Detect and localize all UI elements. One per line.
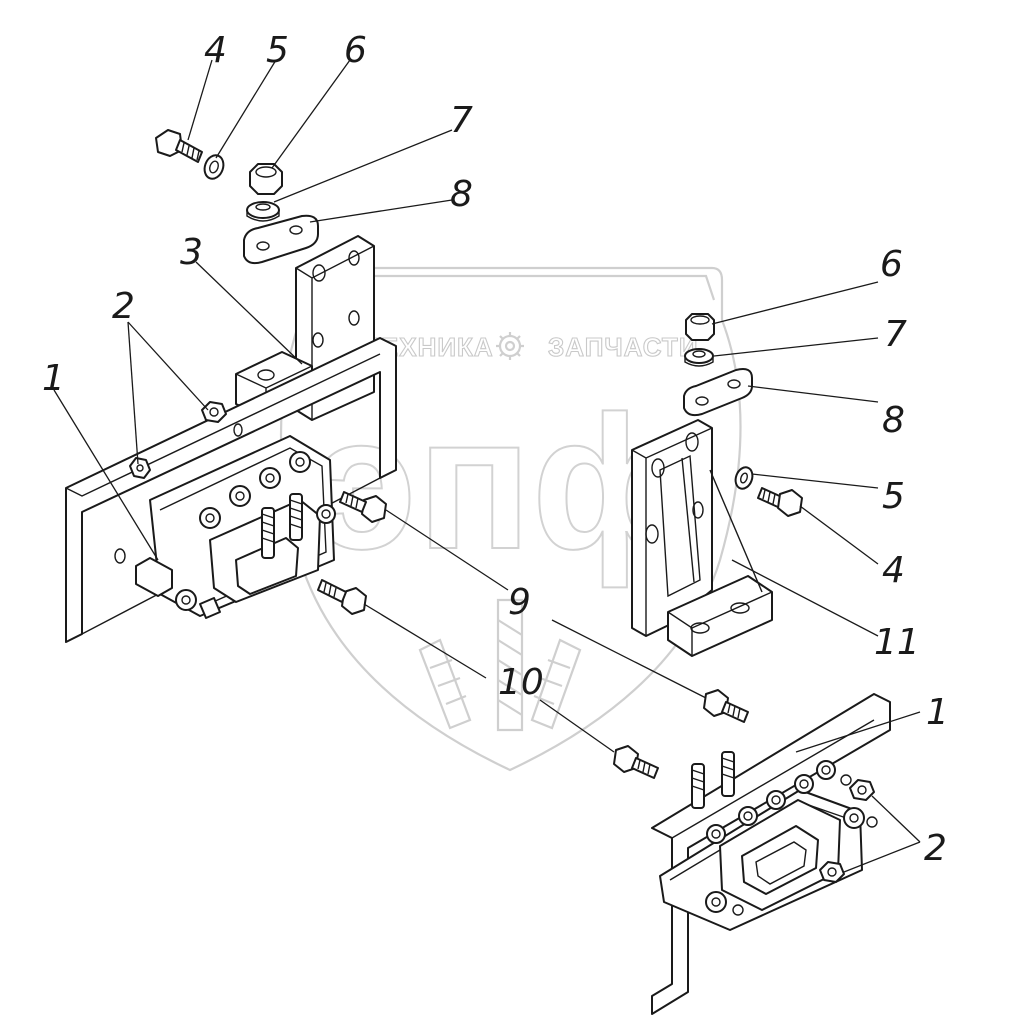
nut-2-left-lower bbox=[129, 457, 151, 479]
leader-lines bbox=[53, 59, 921, 873]
bolt-4-upper bbox=[155, 129, 203, 163]
callout-4-right: 4 bbox=[882, 550, 905, 591]
callout-4-upper: 4 bbox=[204, 30, 227, 71]
callout-10: 10 bbox=[498, 662, 544, 703]
bolt-9-lower-right bbox=[703, 689, 749, 723]
washer-7-right bbox=[684, 348, 714, 367]
spring-washer-5-upper bbox=[203, 154, 225, 180]
nut-2-right-upper bbox=[849, 779, 875, 801]
nut-6-upper bbox=[249, 163, 283, 195]
nut-6-right bbox=[685, 313, 715, 341]
washer-7-upper bbox=[246, 201, 280, 222]
callout-6-right: 6 bbox=[880, 244, 903, 285]
callout-labels: 4 5 6 7 8 3 2 1 6 7 8 5 4 11 9 10 1 2 bbox=[42, 30, 949, 869]
callout-9: 9 bbox=[508, 582, 531, 623]
brake-valve-right bbox=[659, 751, 878, 931]
bolt-9 bbox=[339, 491, 387, 523]
callout-5-upper: 5 bbox=[266, 30, 289, 71]
spring-washer-5-right bbox=[734, 466, 754, 490]
gear-icon bbox=[496, 332, 524, 360]
callout-6-upper: 6 bbox=[344, 30, 367, 71]
brake-valve-left bbox=[135, 435, 336, 619]
plate-8-upper bbox=[243, 214, 319, 265]
callout-8-upper: 8 bbox=[450, 174, 473, 215]
callout-7-right: 7 bbox=[884, 314, 907, 355]
wheat-emblem bbox=[418, 598, 582, 732]
bolt-10 bbox=[317, 579, 367, 615]
callout-2-left: 2 bbox=[112, 286, 135, 327]
callout-11: 11 bbox=[874, 622, 920, 663]
callout-5-right: 5 bbox=[882, 476, 905, 517]
callout-7-upper: 7 bbox=[450, 100, 473, 141]
callout-1-left: 1 bbox=[42, 358, 65, 399]
nut-2-left-upper bbox=[201, 401, 227, 423]
bolt-4-right bbox=[757, 487, 803, 517]
callout-3: 3 bbox=[180, 232, 203, 273]
watermark-right-word: ЗАПЧАСТИ bbox=[548, 332, 699, 362]
callout-2-right: 2 bbox=[924, 828, 947, 869]
bracket-11 bbox=[631, 419, 773, 657]
callout-1-right: 1 bbox=[926, 692, 949, 733]
plate-8-right bbox=[683, 368, 753, 417]
bolt-10-lower-right bbox=[613, 745, 659, 779]
nut-2-right-lower bbox=[819, 861, 845, 883]
callout-8-right: 8 bbox=[882, 400, 905, 441]
